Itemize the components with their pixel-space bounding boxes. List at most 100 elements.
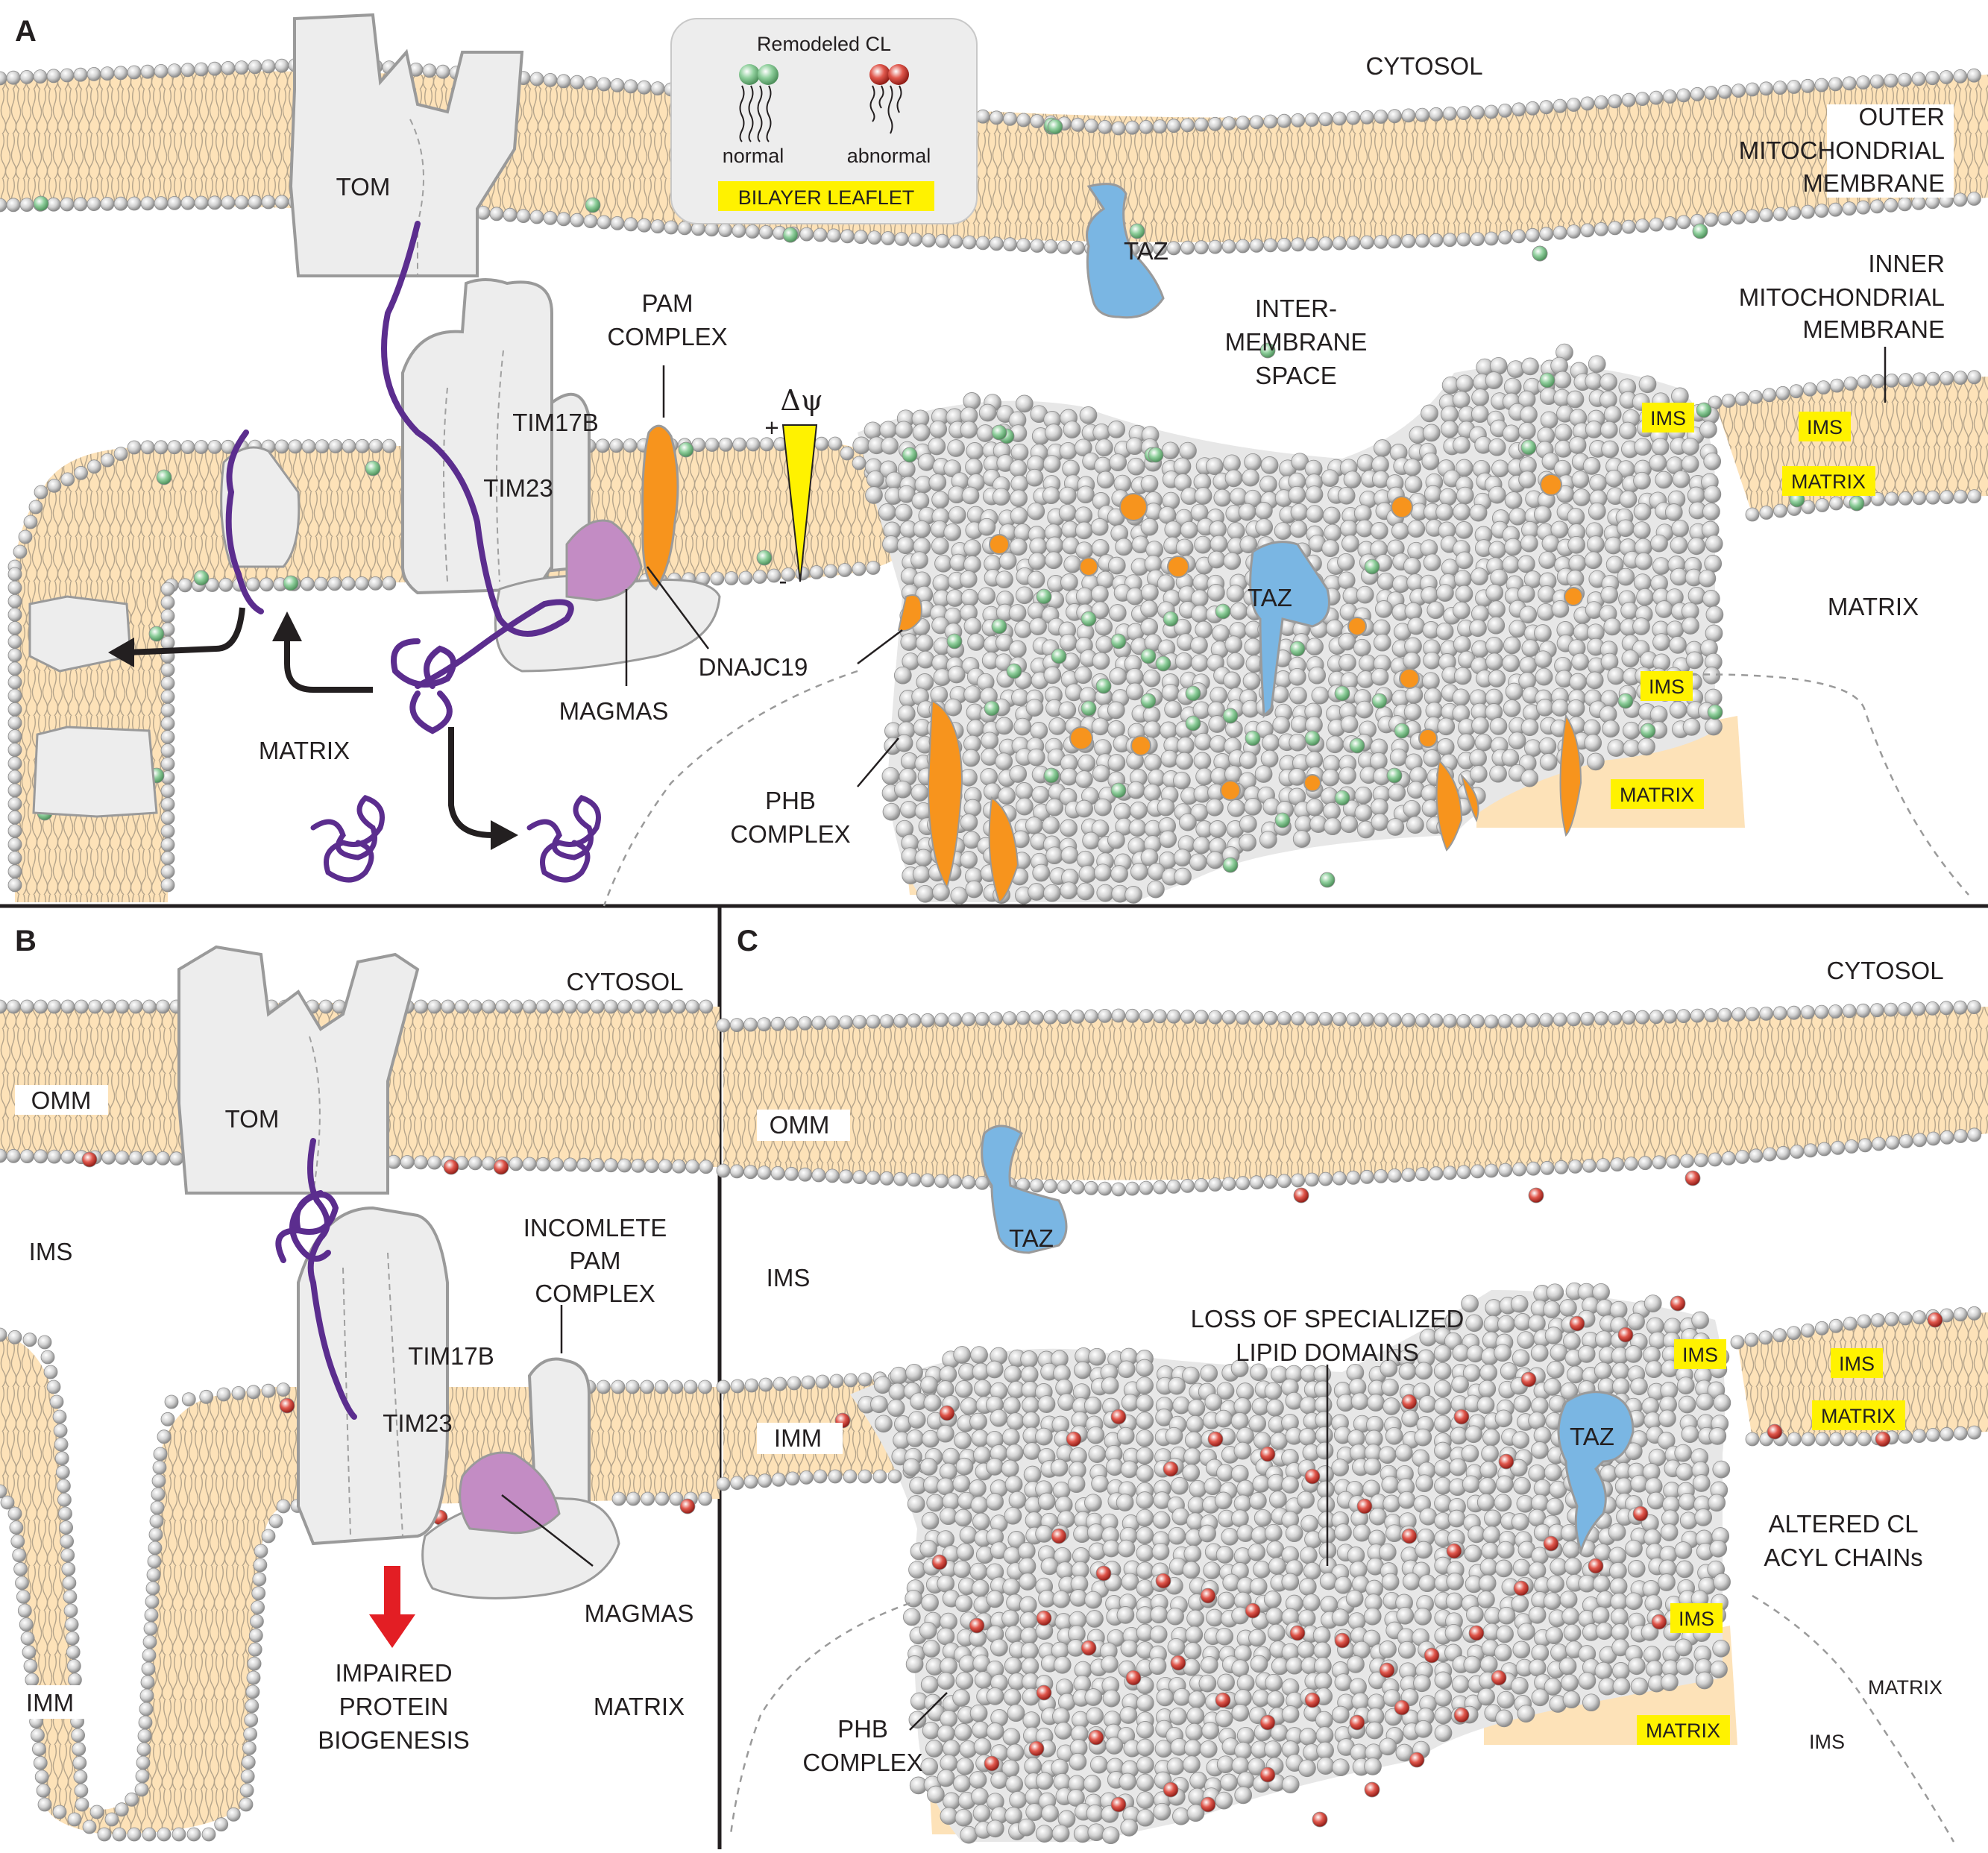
panel-a-imm-line-3: MEMBRANE <box>1802 315 1945 343</box>
leader-phb-c <box>909 1692 948 1731</box>
panel-a-imm-line-2: MITOCHONDRIAL <box>1739 283 1945 311</box>
panel-b-imm-label: IMM <box>26 1689 74 1717</box>
panel-b-impaired-line-1: IMPAIRED <box>335 1659 452 1687</box>
panel-a-dnajc19-label: DNAJC19 <box>699 653 808 681</box>
legend-abnormal-head-right <box>888 64 909 85</box>
panel-a-phb-line-1: PHB <box>765 787 816 814</box>
panel-c-cytosol-label: CYTOSOL <box>1826 957 1943 984</box>
tag-c-ims-2: IMS <box>1839 1353 1875 1375</box>
panel-b-tim17b-label: TIM17B <box>408 1342 494 1370</box>
panel-a-tim17b-label: TIM17B <box>512 409 599 436</box>
panel-a-matrix-left-label: MATRIX <box>259 737 350 764</box>
panel-b-matrix-label: MATRIX <box>594 1693 685 1720</box>
tag-a-matrix-1-box <box>1782 466 1875 496</box>
panel-b-incomplete-pam-line-2: PAM <box>569 1247 620 1274</box>
panel-b-tim23-label: TIM23 <box>383 1409 453 1437</box>
panel-a-cytosol-label: CYTOSOL <box>1365 52 1482 80</box>
panel-b-incomplete-pam-line-3: COMPLEX <box>535 1280 655 1307</box>
panel-c-taz-protein-crista <box>1557 1391 1635 1555</box>
panel-a-crista-protein-2 <box>28 595 132 673</box>
legend-normal-head-left <box>739 64 760 85</box>
panel-c-loss-line-1: LOSS OF SPECIALIZED <box>1191 1305 1465 1333</box>
tag-c-matrix-1: MATRIX <box>1821 1405 1896 1427</box>
panel-a-phb-line-2: COMPLEX <box>730 820 850 848</box>
tag-a-ims-2-box <box>1799 412 1851 441</box>
leader-phb <box>857 737 899 787</box>
panel-c-taz-crista-label: TAZ <box>1570 1423 1614 1450</box>
panel-b-incomplete-pam-line-1: INCOMLETE <box>523 1214 667 1242</box>
legend-normal-label: normal <box>723 145 784 167</box>
panel-a-leader-lines <box>625 347 1887 787</box>
panel-a-letter: A <box>15 15 37 48</box>
panel-c-imm-label: IMM <box>774 1424 822 1452</box>
panel-a-dashed-matrix-outline-right <box>1677 673 1969 896</box>
panel-c-altered-line-2: ACYL CHAINs <box>1764 1544 1922 1571</box>
panel-c-taz-top-label: TAZ <box>1009 1224 1054 1252</box>
panel-a-ims-line-2: MEMBRANE <box>1225 328 1368 356</box>
panel-c-loss-line-2: LIPID DOMAINS <box>1236 1338 1419 1366</box>
tag-c-matrix-1-box <box>1812 1400 1905 1430</box>
membrane-potential-gradient <box>781 424 818 582</box>
panel-a-folded-protein-2 <box>526 794 601 883</box>
tag-c-ims-2-box <box>1831 1348 1883 1378</box>
tag-a-ims-2: IMS <box>1807 416 1843 438</box>
legend-bilayer-tag <box>718 181 934 211</box>
panel-c-ims-small-label: IMS <box>1809 1731 1845 1753</box>
panel-a-ims-line-3: SPACE <box>1255 362 1336 389</box>
panel-a-taz-protein-top <box>1086 183 1165 319</box>
tag-c-ims-1: IMS <box>1682 1344 1718 1366</box>
panel-c-taz-protein-top <box>981 1124 1068 1254</box>
panel-a-pam-line-1: PAM <box>641 289 693 317</box>
legend-bilayer-label: BILAYER LEAFLET <box>738 186 915 209</box>
tag-c-matrix-2-box <box>1637 1715 1730 1745</box>
panel-b-leader-lines <box>501 1305 594 1567</box>
panel-c-letter: C <box>737 925 758 957</box>
tag-a-ims-1: IMS <box>1650 407 1686 430</box>
tag-c-ims-3: IMS <box>1679 1608 1714 1630</box>
tag-a-matrix-2-box <box>1611 779 1704 809</box>
label-backgrounds <box>15 104 1954 1719</box>
panel-a-sorting-arrows <box>126 607 493 838</box>
panel-a-tom-complex <box>289 13 524 277</box>
panel-b-magmas-protein <box>459 1451 561 1535</box>
tag-c-ims-1-box <box>1674 1339 1726 1369</box>
panel-a-taz-protein-crista <box>1249 541 1330 719</box>
panel-a-polypeptide-chain <box>225 221 574 734</box>
panel-c-leader-lines <box>909 1365 1329 1731</box>
tag-a-matrix-1: MATRIX <box>1791 471 1866 493</box>
panel-a-folded-protein-1 <box>310 794 385 883</box>
panel-b-impaired-line-2: PROTEIN <box>339 1693 449 1720</box>
panel-b-impaired-arrow-shaft <box>384 1566 400 1618</box>
legend-title: Remodeled CL <box>757 33 891 55</box>
panel-a-magmas-label: MAGMAS <box>559 697 669 725</box>
panel-a-magmas-protein <box>565 519 643 602</box>
panel-a-crista-protein-1 <box>220 446 301 568</box>
panel-b-letter: B <box>15 925 37 957</box>
compartment-tags <box>1611 403 1905 1745</box>
panel-a-tim23-complex <box>401 278 591 595</box>
arrow-to-crista <box>126 607 245 655</box>
delta-psi-minus: - <box>779 567 787 594</box>
leader-dnajc19 <box>646 566 710 649</box>
panel-a-matrix-right-label: MATRIX <box>1828 593 1919 620</box>
panel-c-ims-label: IMS <box>767 1264 811 1292</box>
panel-a-dashed-matrix-outline-left <box>603 670 858 907</box>
panel-b-cytosol-label: CYTOSOL <box>566 968 683 995</box>
lipid-beads <box>0 56 1982 1845</box>
panel-c-dashed-matrix-outline-right <box>1752 1594 1955 1843</box>
panel-c-matrix-small-label: MATRIX <box>1868 1676 1943 1699</box>
panel-a-omm-line-1: OUTER <box>1859 103 1945 130</box>
panel-a-omm-line-2: MITOCHONDRIAL <box>1739 136 1945 164</box>
legend-abnormal-label: abnormal <box>847 145 931 167</box>
tag-a-ims-3-box <box>1641 671 1693 701</box>
legend-abnormal-head-left <box>869 64 890 85</box>
cardiolipin-markers <box>33 117 1943 1828</box>
tag-a-ims-1-box <box>1642 403 1694 432</box>
delta-psi-plus: + <box>764 414 778 441</box>
tag-a-ims-3: IMS <box>1649 676 1685 698</box>
panel-b-tom-complex <box>177 945 420 1195</box>
leader-magmas-b <box>501 1494 594 1567</box>
panel-c-dashed-matrix-outline-left <box>729 1602 910 1835</box>
legend-normal-head-right <box>758 64 778 85</box>
